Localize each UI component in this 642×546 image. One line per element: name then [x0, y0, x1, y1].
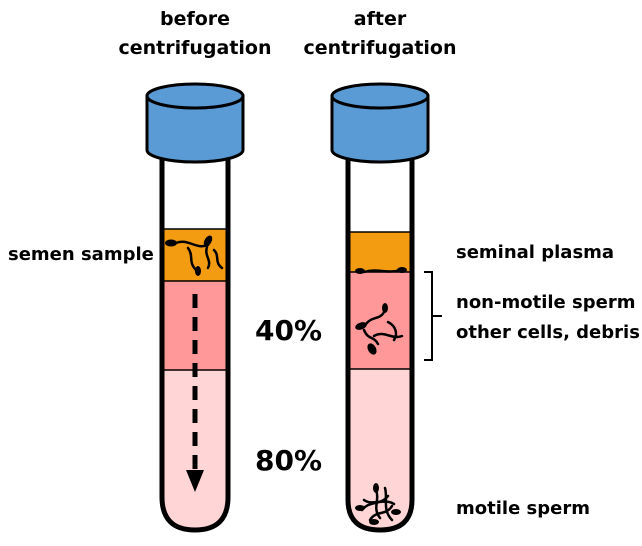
tube-before-outline — [159, 158, 231, 533]
header-before-line1: before — [160, 8, 230, 30]
right-bracket — [424, 271, 442, 361]
label-motile-sperm: motile sperm — [456, 498, 590, 519]
sperm-cell-icon — [355, 483, 401, 525]
label-40-percent: 40% — [255, 314, 322, 347]
tube-after — [330, 82, 430, 533]
tube-after-cap — [330, 82, 430, 164]
tube-before — [145, 82, 245, 533]
layer-non-motile — [348, 272, 412, 369]
label-semen-sample: semen sample — [8, 244, 154, 265]
sperm-cell-icon — [355, 303, 404, 355]
tube-before-cap — [145, 82, 245, 164]
sperm-cell-icon — [165, 235, 224, 276]
label-non-motile-line1: non-motile sperm — [456, 292, 635, 313]
layer-seminal-plasma — [348, 232, 412, 272]
header-after-line2: centrifugation — [303, 37, 456, 59]
layer-80-percent — [162, 370, 228, 530]
sperm-cell-icon — [355, 267, 407, 274]
layer-motile — [348, 369, 412, 530]
tube-after-outline — [345, 158, 415, 533]
header-before-line2: centrifugation — [118, 37, 271, 59]
label-80-percent: 80% — [255, 444, 322, 477]
dashed-down-arrow — [186, 294, 204, 492]
label-non-motile-line2: other cells, debris — [456, 322, 640, 343]
layer-semen-sample — [162, 229, 228, 281]
label-seminal-plasma: seminal plasma — [456, 242, 614, 263]
header-after-line1: after — [354, 8, 407, 30]
